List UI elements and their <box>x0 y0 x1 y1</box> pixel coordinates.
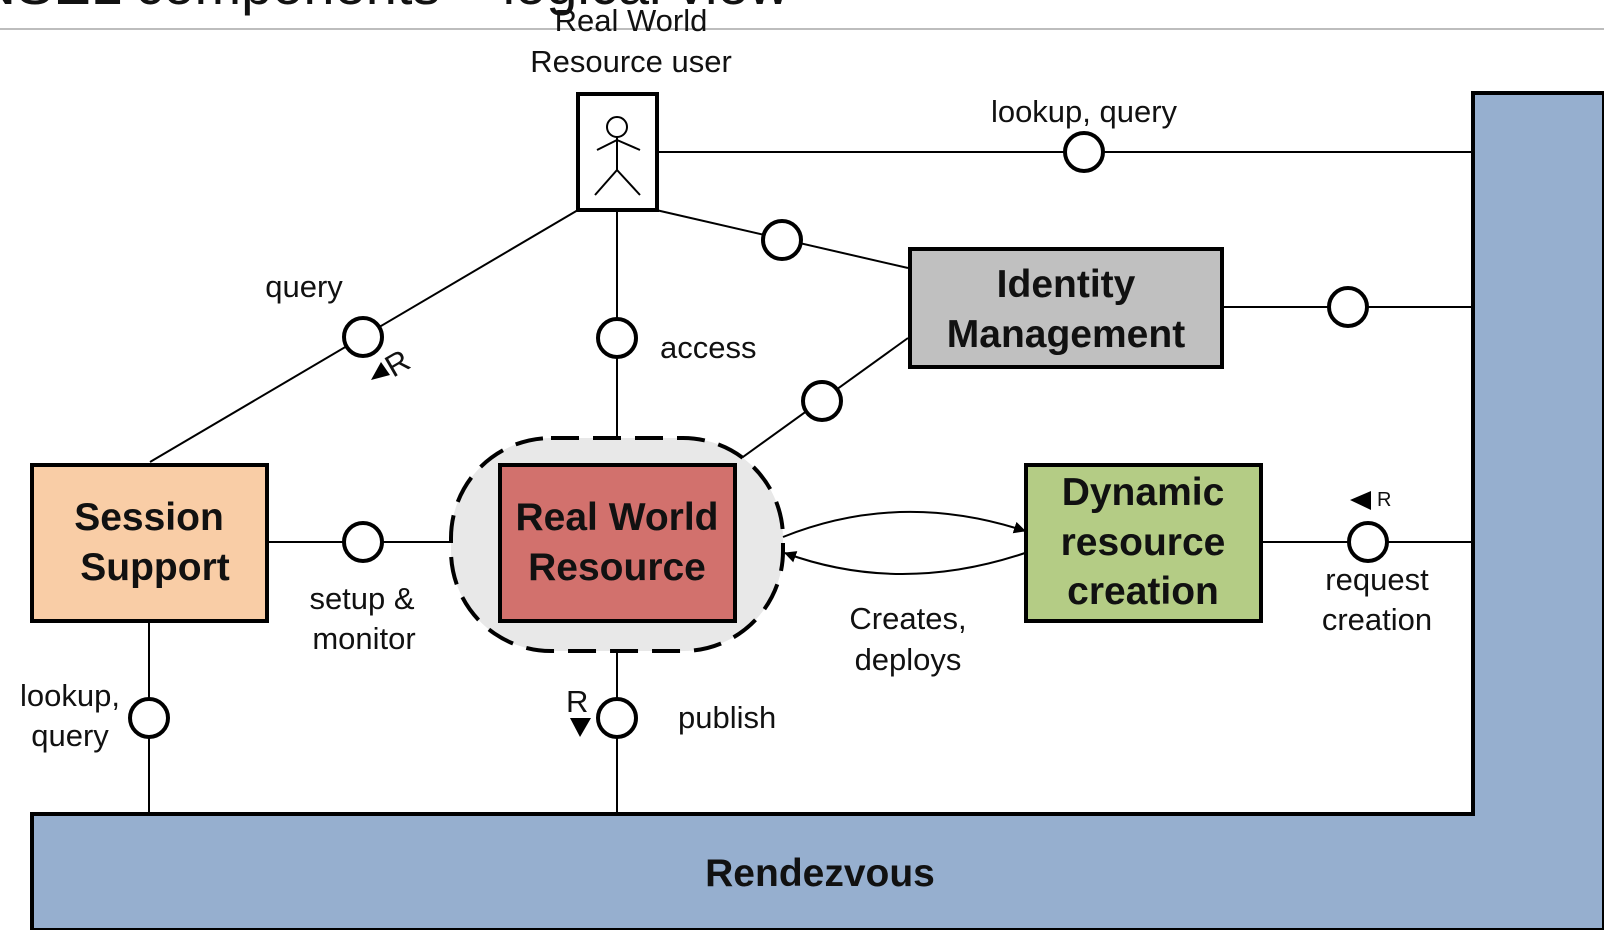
interface-setup-monitor[interactable] <box>342 521 384 563</box>
interface-query[interactable] <box>342 316 384 358</box>
creates-arrow-back <box>784 551 1026 575</box>
dynamic-title-line1: Dynamic <box>1062 471 1225 514</box>
label-setup-line2: monitor <box>312 621 415 656</box>
label-lookup-left-line1: lookup, <box>20 678 120 713</box>
interface-access[interactable] <box>596 317 638 359</box>
label-lookup-query-top: lookup, query <box>991 94 1178 129</box>
interface-lookup-query-top[interactable] <box>1063 131 1105 173</box>
label-lookup-left-line2: query <box>31 718 109 753</box>
svg-text:R: R <box>566 684 588 719</box>
actor-label-line1: Real World <box>555 3 708 38</box>
direction-arrow-icon <box>371 362 390 380</box>
dynamic-resource-creation-box[interactable] <box>1024 463 1263 623</box>
r-marker-publish: R <box>566 684 591 737</box>
direction-arrow-icon <box>570 718 591 737</box>
session-title-line2: Support <box>80 546 229 589</box>
dynamic-title-line2: resource <box>1061 521 1226 564</box>
label-request-line2: creation <box>1322 602 1432 637</box>
label-publish: publish <box>678 700 776 735</box>
dynamic-title-line3: creation <box>1067 570 1219 613</box>
session-support-box[interactable] <box>30 463 269 623</box>
interface-actor-identity[interactable] <box>761 219 803 261</box>
label-access: access <box>660 330 756 365</box>
stick-figure-icon <box>594 116 641 196</box>
svg-text:R: R <box>1377 489 1391 511</box>
label-creates-line2: deploys <box>855 642 962 677</box>
r-marker-request: R <box>1350 489 1391 511</box>
rwr-title-line2: Resource <box>528 546 706 589</box>
rwr-title-line1: Real World <box>516 496 719 539</box>
interface-identity-rendezvous[interactable] <box>1327 286 1369 328</box>
label-creates-line1: Creates, <box>849 601 966 636</box>
direction-arrow-icon <box>1350 491 1371 510</box>
rendezvous-block <box>30 91 1604 930</box>
header-title-fragment: INSEL components – logical view <box>0 0 790 16</box>
session-title-line1: Session <box>74 496 224 539</box>
label-query: query <box>265 269 343 304</box>
creates-arrow-forward <box>782 510 1026 538</box>
interface-publish[interactable] <box>596 697 638 739</box>
label-request-line1: request <box>1325 562 1429 597</box>
actor-label-line2: Resource user <box>530 44 732 79</box>
real-world-resource-box[interactable] <box>498 463 737 623</box>
identity-management-box[interactable] <box>908 247 1224 369</box>
interface-identity-rwr[interactable] <box>801 380 843 422</box>
interface-request-creation[interactable] <box>1347 521 1389 563</box>
interface-lookup-query-left[interactable] <box>128 697 170 739</box>
actor-box[interactable] <box>576 92 659 212</box>
svg-text:R: R <box>379 343 416 385</box>
rendezvous-label: Rendezvous <box>705 852 935 895</box>
label-setup-line1: setup & <box>309 581 414 616</box>
identity-title-line1: Identity <box>997 263 1136 306</box>
identity-title-line2: Management <box>947 313 1185 356</box>
